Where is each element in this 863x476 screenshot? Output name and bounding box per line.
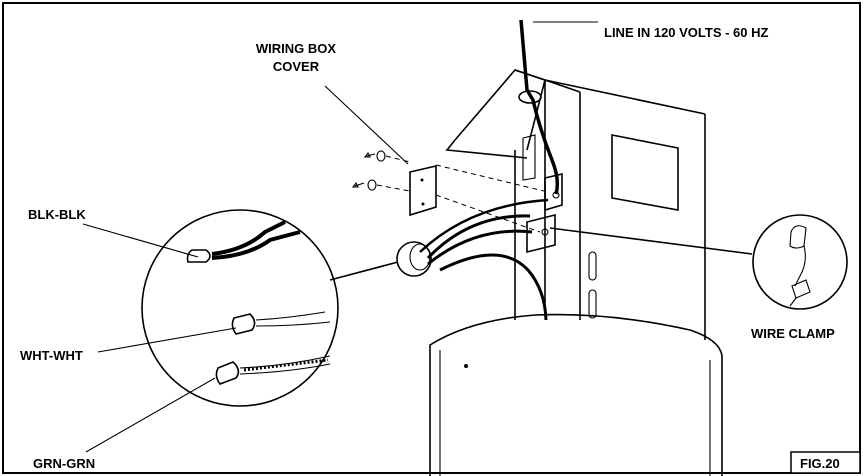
blk-label: BLK-BLK bbox=[28, 207, 86, 222]
wiring-box-cover bbox=[324, 85, 549, 233]
screw-icon bbox=[363, 150, 386, 162]
wht-leader bbox=[97, 327, 237, 353]
figure-number-box bbox=[790, 451, 861, 474]
cabinet-panel bbox=[445, 69, 706, 340]
grn-label: GRN-GRN bbox=[33, 456, 95, 471]
figure-number: FIG.20 bbox=[800, 456, 840, 471]
line-in-cable bbox=[519, 19, 598, 195]
blk-leader bbox=[82, 223, 199, 258]
wire-nut-detail bbox=[141, 209, 339, 407]
wire-clamp-detail bbox=[549, 214, 848, 310]
cover-label-line1: WIRING BOX bbox=[256, 41, 336, 56]
cover-label-line2: COVER bbox=[273, 59, 320, 74]
wht-label: WHT-WHT bbox=[20, 348, 83, 363]
grn-leader bbox=[85, 377, 216, 453]
wire-clamp-label: WIRE CLAMP bbox=[751, 326, 835, 341]
line-in-label: LINE IN 120 VOLTS - 60 HZ bbox=[604, 25, 769, 40]
screw-icon bbox=[351, 179, 377, 191]
cover-leader bbox=[324, 85, 409, 165]
appliance-lower-body bbox=[429, 313, 723, 476]
cable-bundle bbox=[396, 198, 549, 321]
